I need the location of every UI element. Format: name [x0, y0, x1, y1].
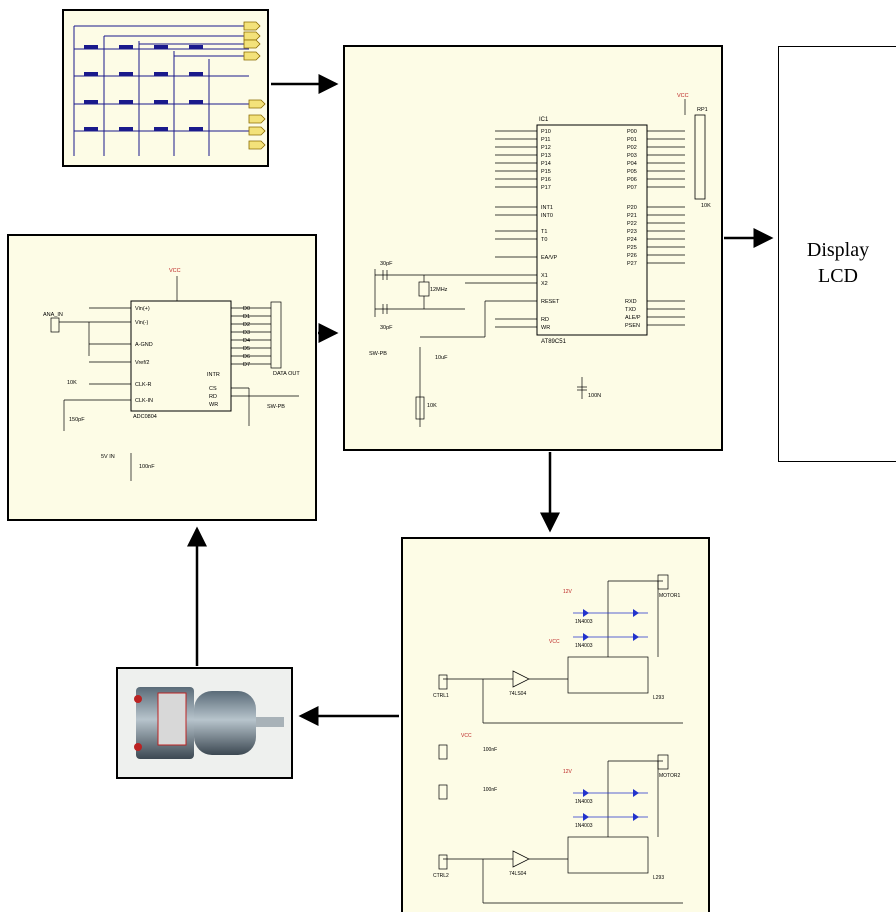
connector-arrows [0, 0, 896, 912]
